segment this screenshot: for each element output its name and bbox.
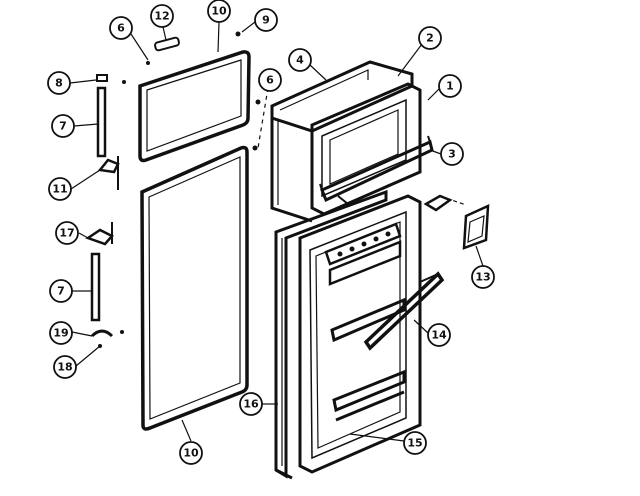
callout-number: 4	[296, 54, 304, 67]
callout-circle	[109, 16, 133, 40]
callout-number: 15	[407, 437, 422, 450]
callout-circle	[53, 355, 77, 379]
callout-number: 2	[426, 32, 434, 45]
upper-hinge-assembly	[96, 74, 120, 190]
fresh-food-door-shelves	[330, 297, 406, 422]
callout-10-upper: 10	[207, 0, 231, 23]
callout-8: 8	[47, 71, 71, 95]
fresh-food-door-gasket	[140, 145, 249, 431]
callout-number: 9	[262, 14, 270, 27]
callout-circle	[51, 114, 75, 138]
callout-circle	[179, 441, 203, 465]
callout-number: 6	[117, 22, 125, 35]
callout-1: 1	[438, 74, 462, 98]
callout-number: 12	[154, 10, 169, 23]
trim-cap	[154, 36, 180, 52]
callout-circle	[438, 74, 462, 98]
callout-number: 8	[55, 77, 63, 90]
callout-circle	[47, 71, 71, 95]
callout-15: 15	[403, 431, 427, 455]
callout-circle	[239, 392, 263, 416]
callout-14: 14	[427, 323, 451, 347]
callout-circle	[207, 0, 231, 23]
callout-circle	[55, 221, 79, 245]
callout-7-lower: 7	[49, 279, 73, 303]
callout-circle	[403, 431, 427, 455]
callout-number: 10	[211, 5, 227, 18]
callout-number: 16	[243, 398, 259, 411]
callout-19: 19	[49, 321, 73, 345]
callout-number: 7	[57, 285, 65, 298]
callout-number: 1	[446, 80, 454, 93]
callout-circle	[150, 4, 174, 28]
fresh-food-door-panel	[274, 189, 388, 480]
callout-number: 13	[475, 271, 490, 284]
door-rack-bar	[363, 271, 445, 351]
callout-circle	[440, 142, 464, 166]
callout-10-lower: 10	[179, 441, 203, 465]
callout-circle	[427, 323, 451, 347]
callout-circle	[258, 68, 282, 92]
callout-3: 3	[440, 142, 464, 166]
freezer-door-shelf	[319, 135, 434, 206]
freezer-door-gasket	[138, 50, 251, 163]
egg-tray	[324, 222, 402, 286]
callout-2: 2	[418, 26, 442, 50]
callout-circle	[418, 26, 442, 50]
callout-18: 18	[53, 355, 77, 379]
dairy-door-assembly	[423, 194, 490, 250]
callout-number: 11	[52, 183, 67, 196]
callout-number: 14	[431, 329, 447, 342]
callout-9: 9	[254, 8, 278, 32]
screw-part	[235, 31, 241, 37]
callout-17: 17	[55, 221, 79, 245]
callout-7-upper: 7	[51, 114, 75, 138]
freezer-door-panel	[270, 60, 414, 223]
callout-number: 3	[448, 148, 456, 161]
callout-number: 10	[183, 447, 199, 460]
callout-number: 6	[266, 74, 274, 87]
callout-number: 18	[57, 361, 72, 374]
callout-16: 16	[239, 392, 263, 416]
callout-6-mid: 6	[258, 68, 282, 92]
callout-circle	[49, 279, 73, 303]
callout-number: 7	[59, 120, 67, 133]
freezer-door-liner	[310, 82, 422, 216]
callout-12: 12	[150, 4, 174, 28]
leader-lines	[69, 21, 484, 442]
callout-11: 11	[48, 177, 72, 201]
callout-circle	[254, 8, 278, 32]
lower-hinge-assembly	[85, 222, 124, 348]
callout-13: 13	[471, 265, 495, 289]
callout-number: 19	[53, 327, 68, 340]
callout-circle	[49, 321, 73, 345]
callout-circle	[48, 177, 72, 201]
callout-4: 4	[288, 48, 312, 72]
screw-set	[122, 61, 261, 151]
callout-circle	[471, 265, 495, 289]
callout-6-upper: 6	[109, 16, 133, 40]
callout-circle	[288, 48, 312, 72]
callout-number: 17	[59, 227, 74, 240]
